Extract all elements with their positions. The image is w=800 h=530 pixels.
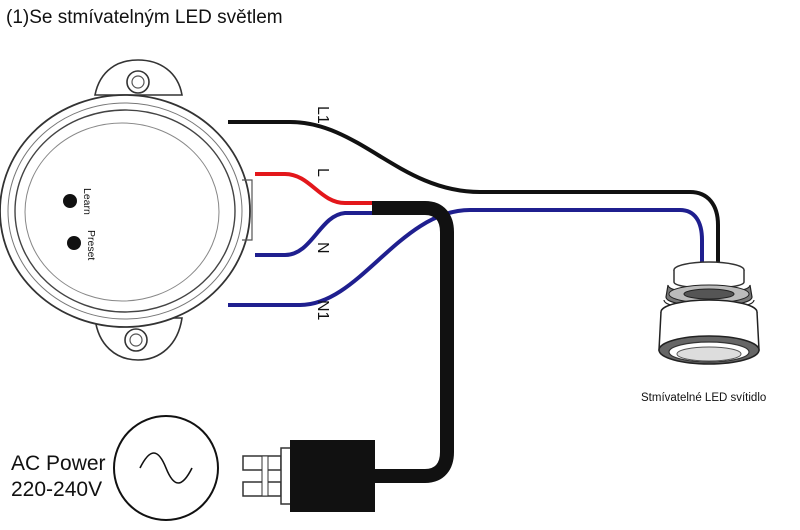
preset-button[interactable] [67,236,81,250]
power-cable [360,201,454,483]
label-n: N [314,242,331,254]
learn-button[interactable] [63,194,77,208]
wire-l [255,172,378,205]
dimmer-module: Learn Preset [0,59,253,361]
label-n1: N1 [314,300,331,321]
voltage-label: 220-240V [11,478,102,501]
wire-n1 [228,208,704,307]
label-l1: L1 [314,106,331,124]
top-mounting-ear [94,59,183,96]
module-housing [0,94,251,328]
ac-power-label: AC Power [11,452,106,475]
preset-label: Preset [85,230,97,260]
learn-label: Learn [81,188,93,215]
wire-l1 [228,120,720,265]
lamp-caption: Stmívatelné LED svítidlo [641,392,766,404]
wire-n [255,211,378,257]
led-lamp [658,261,760,365]
label-l: L [314,168,331,177]
bottom-mounting-ear [94,317,183,361]
power-plug [242,440,375,512]
ac-source-symbol [113,415,219,521]
diagram-title: (1)Se stmívatelným LED světlem [6,7,283,28]
